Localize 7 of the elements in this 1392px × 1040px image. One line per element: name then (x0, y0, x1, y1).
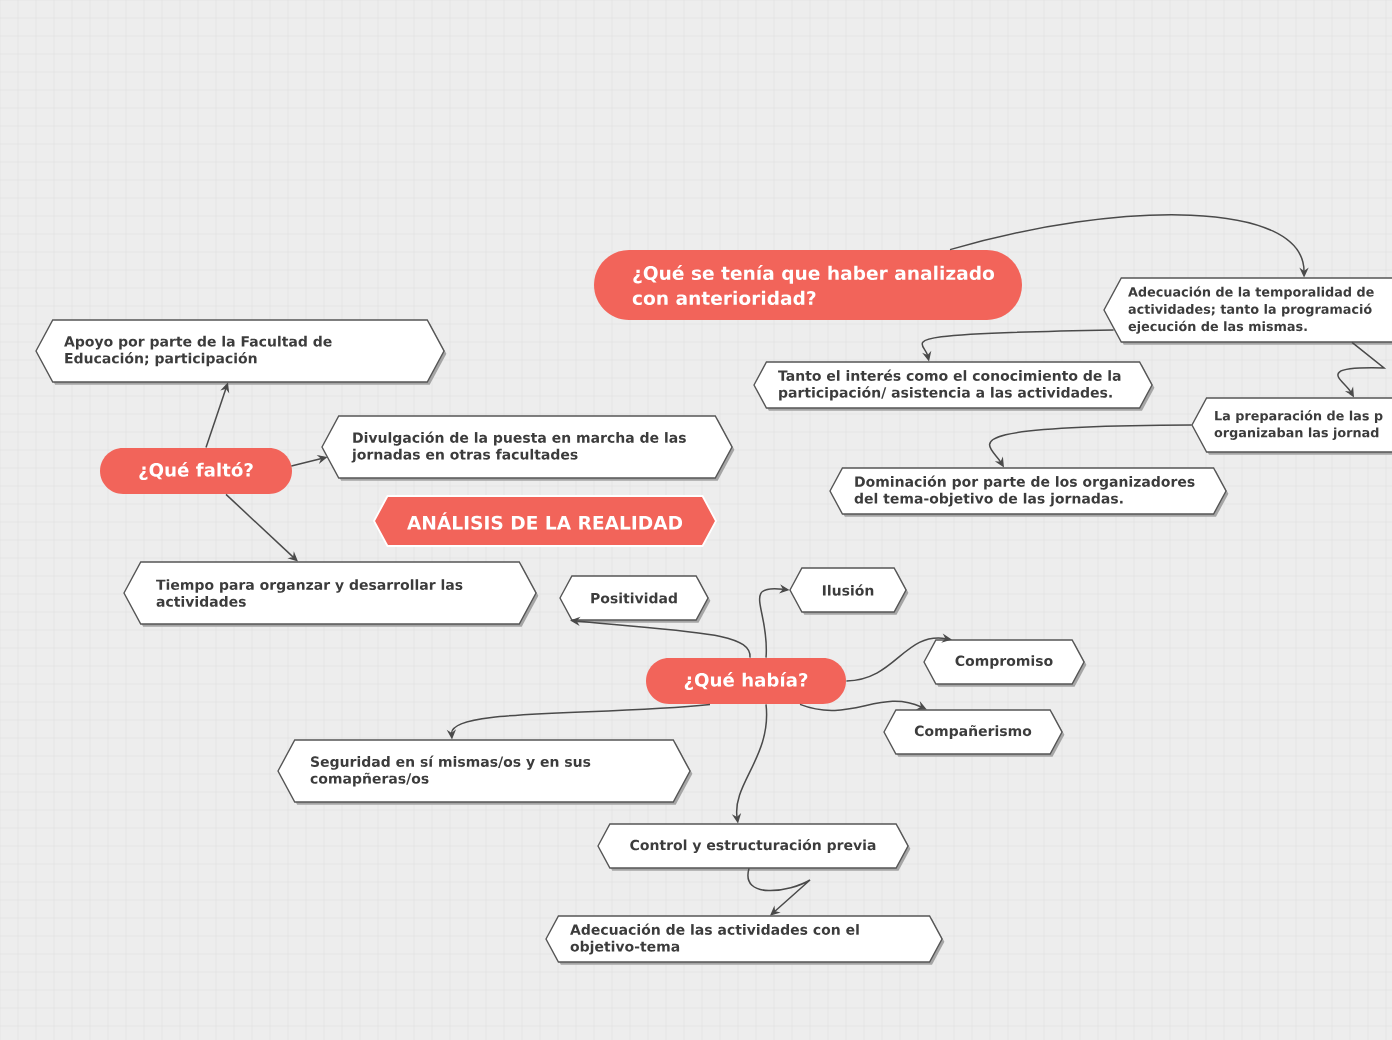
arrow (747, 867, 811, 916)
question-pill: ¿Qué se tenía que haber analizado con anterioridad? (594, 250, 1022, 320)
arrow (799, 700, 927, 712)
question-pill: ¿Qué había? (646, 658, 846, 704)
question-pill: ¿Qué faltó? (100, 448, 292, 494)
arrow (225, 493, 298, 562)
topic-banner: ANÁLISIS DE LA REALIDAD (373, 495, 718, 547)
